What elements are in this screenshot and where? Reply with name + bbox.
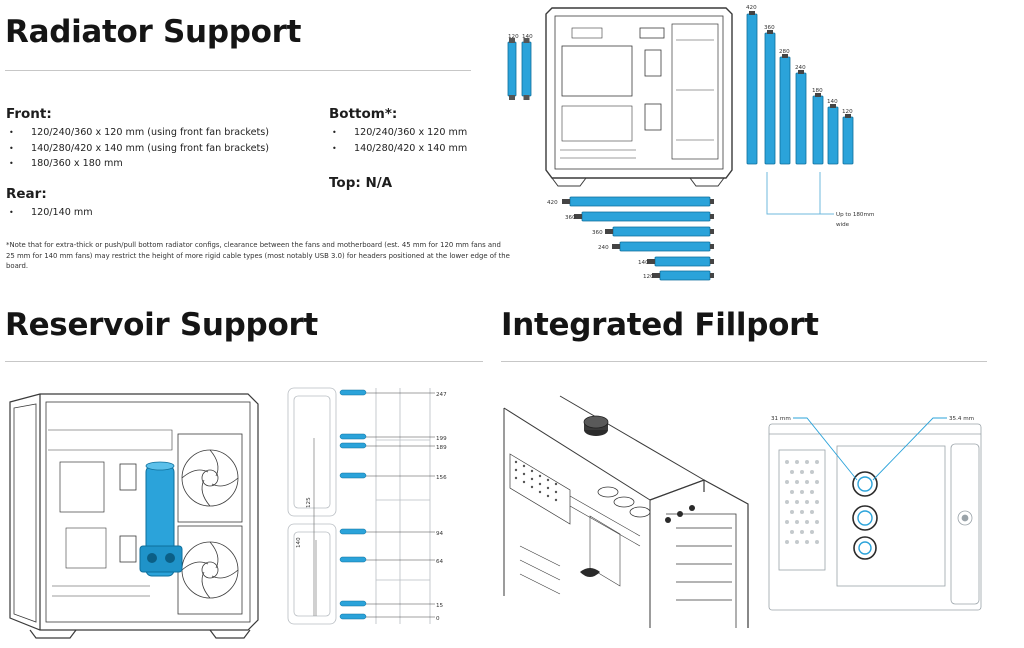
measurement-leaders: [793, 417, 947, 481]
front-label: 180: [812, 88, 823, 94]
reservoir-dim-label: 140: [296, 537, 302, 548]
bracket-outline: [287, 387, 431, 625]
front-heading: Front:: [6, 106, 52, 122]
rear-radiator-120: [507, 38, 517, 100]
reservoir-tick-label: 189: [436, 445, 447, 451]
front-radiator-caps: [749, 11, 851, 118]
radiator-support-title: Radiator Support: [5, 14, 302, 50]
rear-support-block: Rear: 120/140 mm: [6, 186, 93, 221]
front-item: 180/360 x 180 mm: [6, 156, 269, 172]
case-side-illustration: [545, 7, 733, 187]
reservoir-tick-label: 0: [436, 616, 440, 622]
case-outline: [9, 393, 259, 639]
bottom-item: 140/280/420 x 140 mm: [329, 141, 467, 157]
reservoir-measurement-diagram: 247 199 189 156 94 64 15 0 125 140: [287, 387, 447, 625]
bottom-radiators: [569, 196, 711, 281]
fillport-dim-label: 35.4 mm: [949, 416, 974, 422]
rear-label-140: 140: [522, 34, 533, 40]
front-fans: [177, 433, 243, 615]
bottom-label: 360: [592, 230, 603, 236]
front-label: 140: [827, 99, 838, 105]
reservoir-support-title: Reservoir Support: [5, 307, 318, 343]
reservoir-tick-label: 94: [436, 531, 444, 537]
rear-label-120: 120: [508, 34, 519, 40]
fillport-dim-label: 31 mm: [771, 416, 791, 422]
bottom-label: 360: [565, 215, 576, 221]
front-label: 120: [842, 109, 853, 115]
front-list: 120/240/360 x 120 mm (using front fan br…: [6, 125, 269, 172]
bottom-radiator-caps: [562, 199, 714, 278]
radiator-title-divider: [5, 70, 471, 71]
fillport-tube-fitting: [580, 568, 600, 577]
front-io-buttons: [665, 505, 695, 523]
front-label: 420: [746, 5, 757, 11]
fillport-isometric-illustration: [503, 395, 749, 628]
case-top-outline: [503, 395, 749, 628]
reservoir-title-divider: [5, 361, 483, 362]
reservoir-tick-label: 247: [436, 392, 447, 398]
fillport-ports: [852, 471, 878, 560]
bottom-heading: Bottom*:: [329, 106, 398, 122]
top-panel-outline: [768, 423, 982, 611]
reservoir-case-illustration: [9, 393, 259, 639]
bottom-list: 120/240/360 x 120 mm 140/280/420 x 140 m…: [329, 125, 467, 156]
front-label: 280: [779, 49, 790, 55]
front-item: 140/280/420 x 140 mm (using front fan br…: [6, 141, 269, 157]
reservoir-tick-label: 199: [436, 436, 447, 442]
fillport-holes: [597, 486, 651, 518]
radiator-diagram: 120 140 420 360 280 240 180 140 120: [507, 5, 874, 281]
front-item: 120/240/360 x 120 mm (using front fan br…: [6, 125, 269, 141]
reservoir-tube: [139, 461, 183, 577]
reservoir-dim-label: 125: [306, 497, 312, 508]
reservoir-tick-label: 156: [436, 475, 447, 481]
width-note-line1: Up to 180mm: [836, 212, 874, 218]
front-support-block: Front: 120/240/360 x 120 mm (using front…: [6, 106, 269, 172]
rear-list: 120/140 mm: [6, 205, 93, 221]
width-dimension-bracket: [766, 172, 834, 215]
fillport-title-divider: [501, 361, 987, 362]
reservoir-tick-label: 15: [436, 603, 444, 609]
bottom-item: 120/240/360 x 120 mm: [329, 125, 467, 141]
reservoir-mount-slots: [339, 389, 367, 620]
rear-heading: Rear:: [6, 186, 47, 202]
fillport-cap: [583, 415, 609, 436]
width-note-line2: wide: [836, 222, 850, 228]
rear-item: 120/140 mm: [6, 205, 93, 221]
front-radiators: [746, 13, 854, 165]
fillport-topview-diagram: 31 mm 35.4 mm: [768, 416, 982, 611]
reservoir-tick-label: 64: [436, 559, 444, 565]
radiator-footnote: *Note that for extra-thick or push/pull …: [6, 241, 510, 270]
fillport-title: Integrated Fillport: [501, 307, 819, 343]
top-support-heading: Top: N/A: [329, 175, 393, 191]
rear-radiator-140: [521, 38, 532, 100]
bottom-label: 240: [598, 245, 609, 251]
front-label: 360: [764, 25, 775, 31]
bottom-label: 420: [547, 200, 558, 206]
vent-dots: [785, 460, 819, 544]
bottom-support-block: Bottom*: 120/240/360 x 120 mm 140/280/42…: [329, 106, 467, 156]
front-label: 240: [795, 65, 806, 71]
bottom-label: 120: [643, 274, 654, 280]
mesh-pattern: [514, 460, 558, 502]
bottom-label: 140: [638, 260, 649, 266]
tick-lines: [313, 392, 435, 618]
